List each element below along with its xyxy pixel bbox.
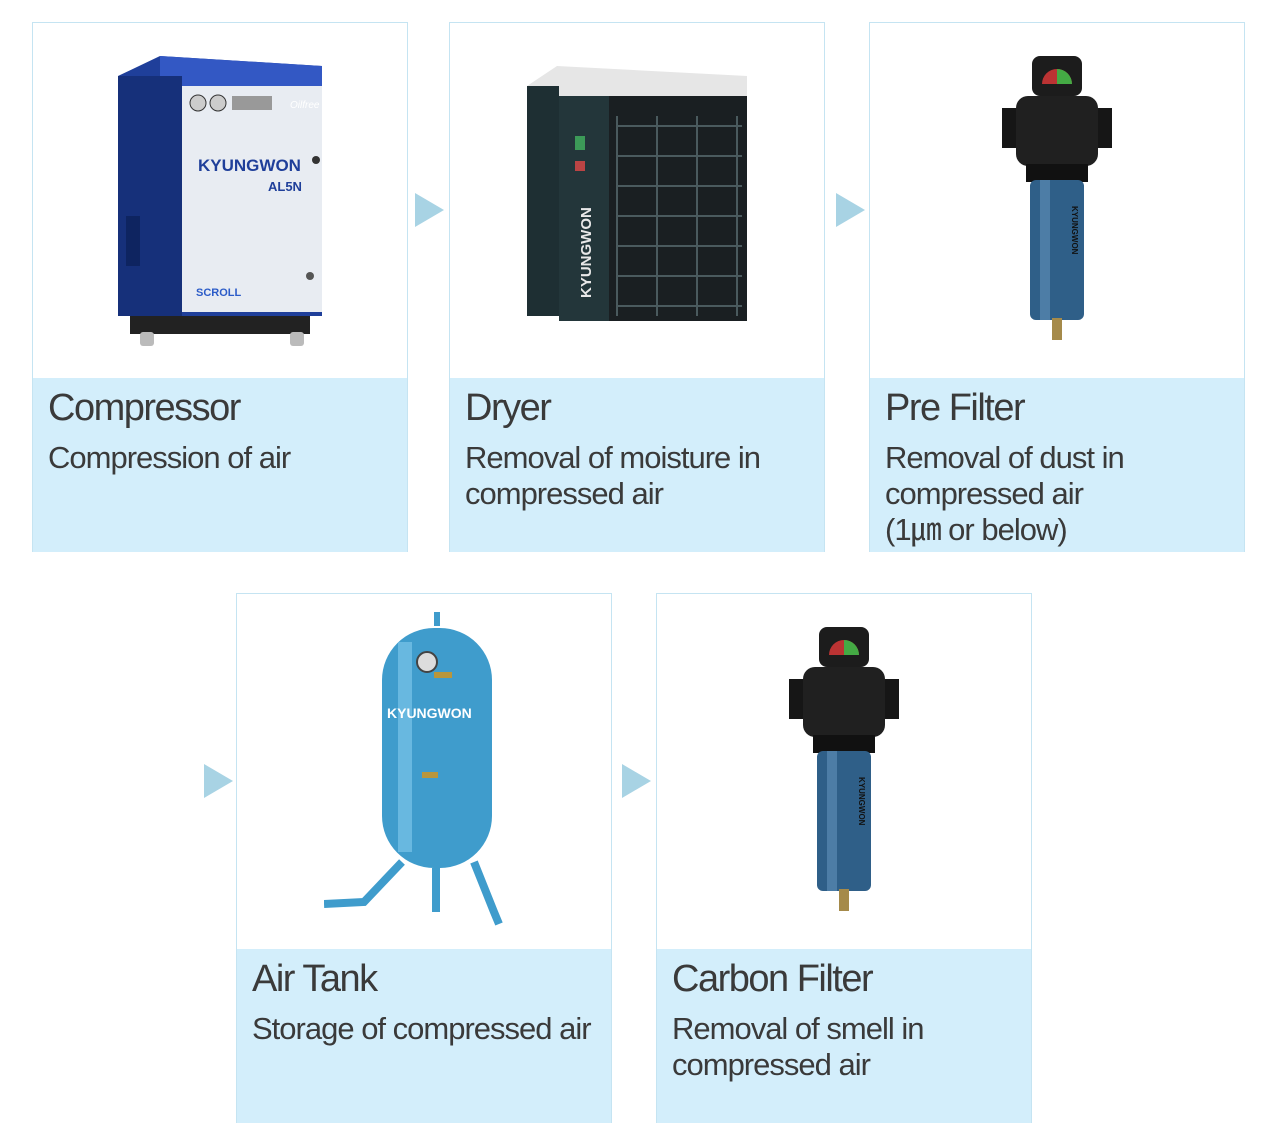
step-card-pre-filter: KYUNGWON Pre Filter Removal of dust in c… (869, 22, 1245, 552)
brand-label: KYUNGWON (578, 207, 595, 298)
model-label: AL5N (268, 179, 302, 194)
step-info: Pre Filter Removal of dust in compressed… (870, 378, 1244, 552)
step-description: Removal of moisture in compressed air (465, 440, 761, 511)
filter-image: KYUNGWON (657, 594, 1031, 949)
step-description: Storage of compressed air (252, 1011, 592, 1046)
arrow-right-icon (836, 193, 865, 227)
compressor-image: Oilfree KYUNGWON AL5N SCROLL (33, 23, 407, 378)
dryer-image: KYUNGWON (450, 23, 824, 378)
step-info: Air Tank Storage of compressed air (237, 949, 611, 1123)
step-description: Removal of dust in compressed air (1㎛ or… (885, 440, 1125, 547)
arrow-right-icon (415, 193, 444, 227)
step-description: Compression of air (48, 440, 291, 475)
arrow-right-icon (204, 764, 233, 798)
filter-image: KYUNGWON (870, 23, 1244, 378)
brand-label: KYUNGWON (857, 777, 866, 826)
step-card-compressor: Oilfree KYUNGWON AL5N SCROLL Compressor … (32, 22, 408, 552)
step-title: Carbon Filter (672, 958, 874, 1000)
air-tank-image: KYUNGWON (237, 594, 611, 949)
step-title: Air Tank (252, 958, 378, 1000)
brand-label: KYUNGWON (1070, 206, 1079, 255)
step-title: Compressor (48, 387, 241, 429)
scroll-badge: SCROLL (196, 287, 242, 299)
brand-label: KYUNGWON (387, 705, 472, 721)
step-title: Pre Filter (885, 387, 1026, 429)
oilfree-tag: Oilfree (290, 100, 320, 111)
step-title: Dryer (465, 387, 552, 429)
step-info: Compressor Compression of air (33, 378, 407, 552)
brand-label: KYUNGWON (198, 156, 301, 175)
arrow-right-icon (622, 764, 651, 798)
step-info: Dryer Removal of moisture in compressed … (450, 378, 824, 552)
step-card-carbon-filter: KYUNGWON Carbon Filter Removal of smell … (656, 593, 1032, 1123)
step-info: Carbon Filter Removal of smell in compre… (657, 949, 1031, 1123)
step-card-dryer: KYUNGWON Dryer Removal of moisture in co… (449, 22, 825, 552)
step-card-air-tank: KYUNGWON Air Tank Storage of compressed … (236, 593, 612, 1123)
step-description: Removal of smell in compressed air (672, 1011, 924, 1082)
